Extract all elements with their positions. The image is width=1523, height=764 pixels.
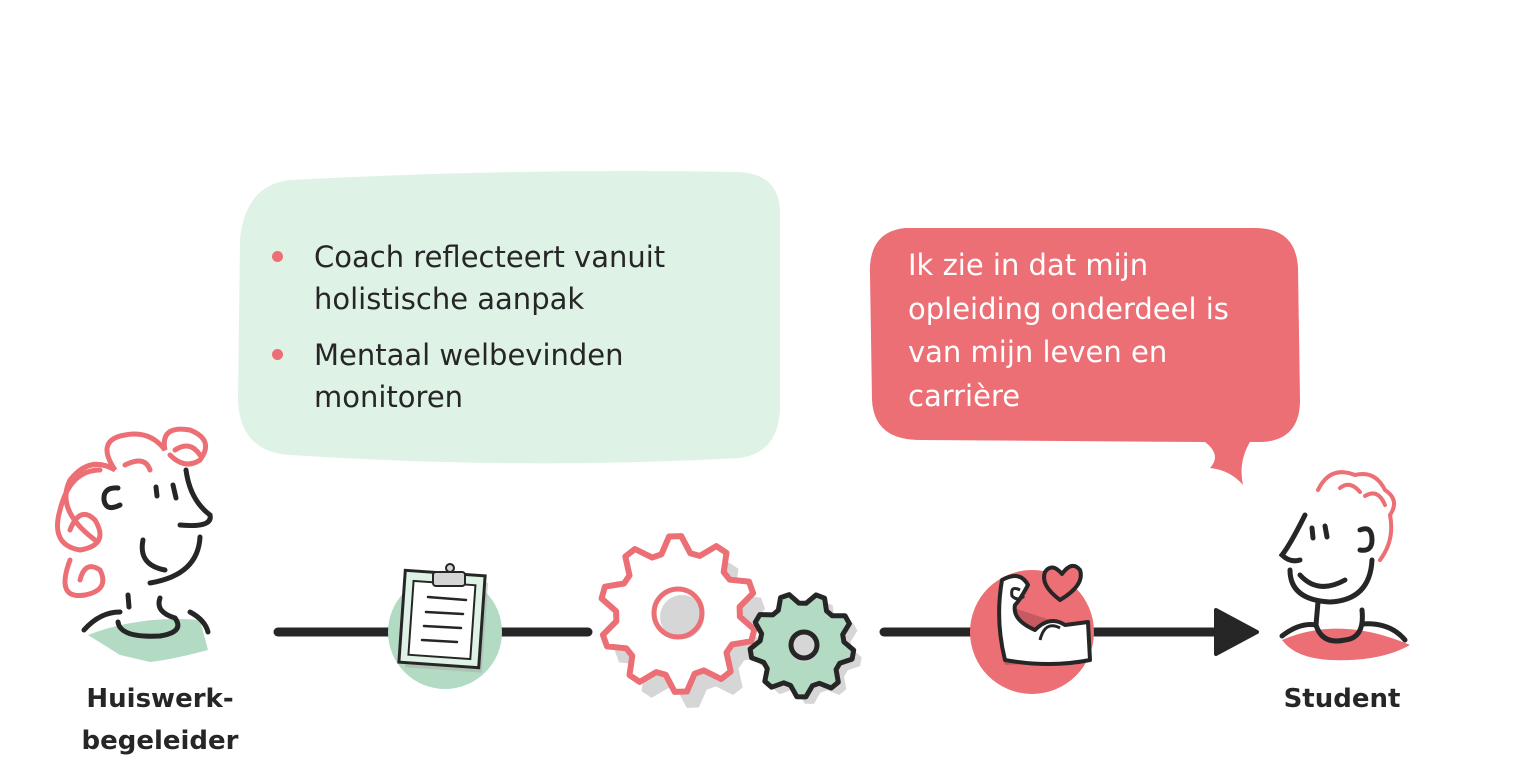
muscle-heart-icon: [970, 563, 1094, 694]
coach-label-text: Huiswerk- begeleider: [81, 684, 239, 756]
coach-bubble-item: Coach reflecteert vanuit holistische aan…: [272, 236, 752, 320]
coach-bubble-list: Coach reflecteert vanuit holistische aan…: [272, 236, 752, 432]
bullet-icon: [272, 349, 283, 360]
coach-label: Huiswerk- begeleider: [60, 678, 260, 762]
coach-bubble-item: Mentaal welbevinden monitoren: [272, 334, 752, 418]
student-bubble: [869, 228, 1300, 485]
coach-bubble-item-text: Coach reflecteert vanuit holistische aan…: [314, 240, 666, 316]
coach-bubble-item-text: Mentaal welbevinden monitoren: [314, 338, 624, 414]
arrow-icon: [1214, 608, 1259, 656]
student-label: Student: [1283, 684, 1401, 714]
coach-avatar: [55, 426, 213, 662]
student-bubble-text: Ik zie in dat mijn opleiding onderdeel i…: [908, 248, 1229, 413]
student-avatar: [1278, 470, 1410, 661]
coach-bubble: [238, 171, 781, 464]
bullet-icon: [272, 251, 283, 262]
clipboard-icon: [388, 563, 502, 689]
gears-icon: [598, 533, 862, 708]
